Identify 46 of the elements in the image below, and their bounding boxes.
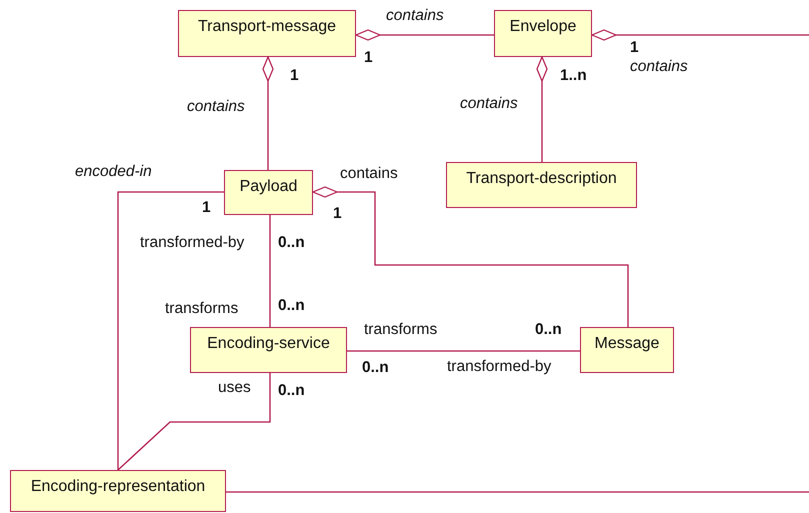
multiplicity-label: 0..n — [535, 322, 562, 338]
association-line — [347, 350, 580, 352]
association-line — [269, 215, 271, 327]
multiplicity-label: 1 — [202, 200, 211, 216]
role-label: transformed-by — [447, 359, 552, 374]
aggregation-line — [536, 56, 548, 162]
aggregation-line — [591, 29, 809, 41]
class-box — [494, 10, 592, 57]
role-label: contains — [460, 96, 518, 112]
association-line — [117, 191, 224, 470]
role-label: contains — [340, 166, 398, 182]
class-name: Transport-message — [198, 18, 336, 35]
class-box — [178, 10, 356, 57]
role-label: uses — [218, 380, 251, 396]
multiplicity-label: 0..n — [278, 235, 305, 250]
role-label: contains — [386, 8, 444, 24]
class-box — [580, 327, 674, 373]
multiplicity-label: 1 — [364, 50, 373, 66]
aggregation-line — [312, 186, 629, 327]
class-name: Encoding-representation — [30, 478, 206, 495]
multiplicity-label: 0..n — [362, 360, 389, 376]
role-label: encoded-in — [75, 164, 152, 180]
multiplicity-label: 1..n — [560, 68, 587, 84]
class-box — [10, 470, 226, 512]
class-box — [224, 170, 313, 215]
role-label: transforms — [165, 301, 238, 316]
role-label: contains — [187, 99, 245, 114]
class-box — [446, 162, 637, 208]
aggregation-line — [355, 29, 494, 41]
multiplicity-label: 0..n — [278, 383, 305, 398]
aggregation-line — [262, 56, 274, 170]
class-name: Payload — [240, 178, 298, 195]
association-line — [118, 373, 271, 470]
role-label: transforms — [364, 322, 438, 338]
class-name: Message — [594, 335, 660, 352]
association-line — [226, 491, 809, 493]
role-label: contains — [630, 59, 688, 74]
multiplicity-label: 1 — [333, 206, 342, 222]
class-name: Transport-description — [466, 170, 617, 187]
multiplicity-label: 0..n — [278, 298, 305, 314]
role-label: transformed-by — [140, 235, 244, 250]
class-name: Envelope — [510, 18, 576, 35]
multiplicity-label: 1 — [290, 68, 299, 84]
multiplicity-label: 1 — [630, 40, 639, 56]
class-box — [190, 327, 347, 373]
class-name: Encoding-service — [207, 335, 330, 352]
